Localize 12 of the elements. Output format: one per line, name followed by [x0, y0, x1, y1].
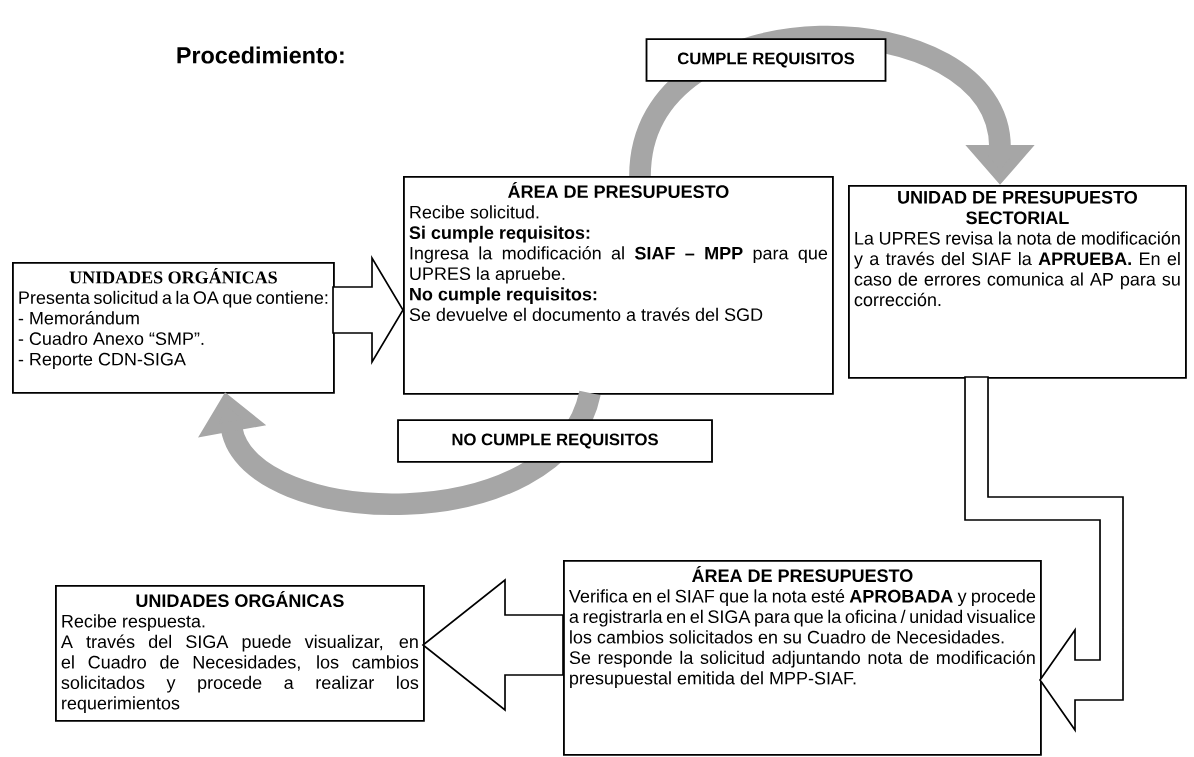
- title: Procedimiento:: [177, 46, 344, 64]
- block-arrow: [964, 376, 1124, 733]
- process-box: ÁREA DE PRESUPUESTO Recibe solicitud. Si cumple requisitos: Ingresa la modificación al SIAF – MPP para que UPRES la apruebe. No cumple requisitos: Se devuelve el documento a través del SGD: [403, 176, 834, 395]
- edge-label: NO CUMPLE REQUISITOS: [397, 419, 713, 463]
- process-box: UNIDAD DE PRESUPUESTO SECTORIAL La UPRES revisa la nota de modificación y a través del SIAF la APRUEBA. En el caso de errores comunica al AP para su corrección.: [848, 185, 1187, 379]
- curved-arrow: [198, 389, 601, 515]
- block-arrow: [421, 578, 564, 712]
- edge-label: CUMPLE REQUISITOS: [645, 38, 887, 82]
- process-box: ÁREA DE PRESUPUESTO Verifica en el SIAF que la nota esté APROBADA y procede a registrarla en el SIGA para que la oficina / unidad visualice los cambios solicitados en su Cuadro de Necesidades. Se responde la solicitud adjuntando nota de modificación presupuestal emitida del MPP-SIAF.: [563, 560, 1042, 756]
- block-arrow: [332, 254, 404, 366]
- process-box: UNIDADES ORGÁNICAS Presenta solicitud a la OA que contiene: - Memorándum - Cuadro Anexo “SMP”. - Reporte CDN-SIGA: [12, 262, 335, 394]
- process-box: UNIDADES ORGÁNICAS Recibe respuesta. A través del SIGA puede visualizar, en el Cuadro de Necesidades, los cambios solicitados y procede a realizar los requerimientos: [55, 585, 425, 722]
